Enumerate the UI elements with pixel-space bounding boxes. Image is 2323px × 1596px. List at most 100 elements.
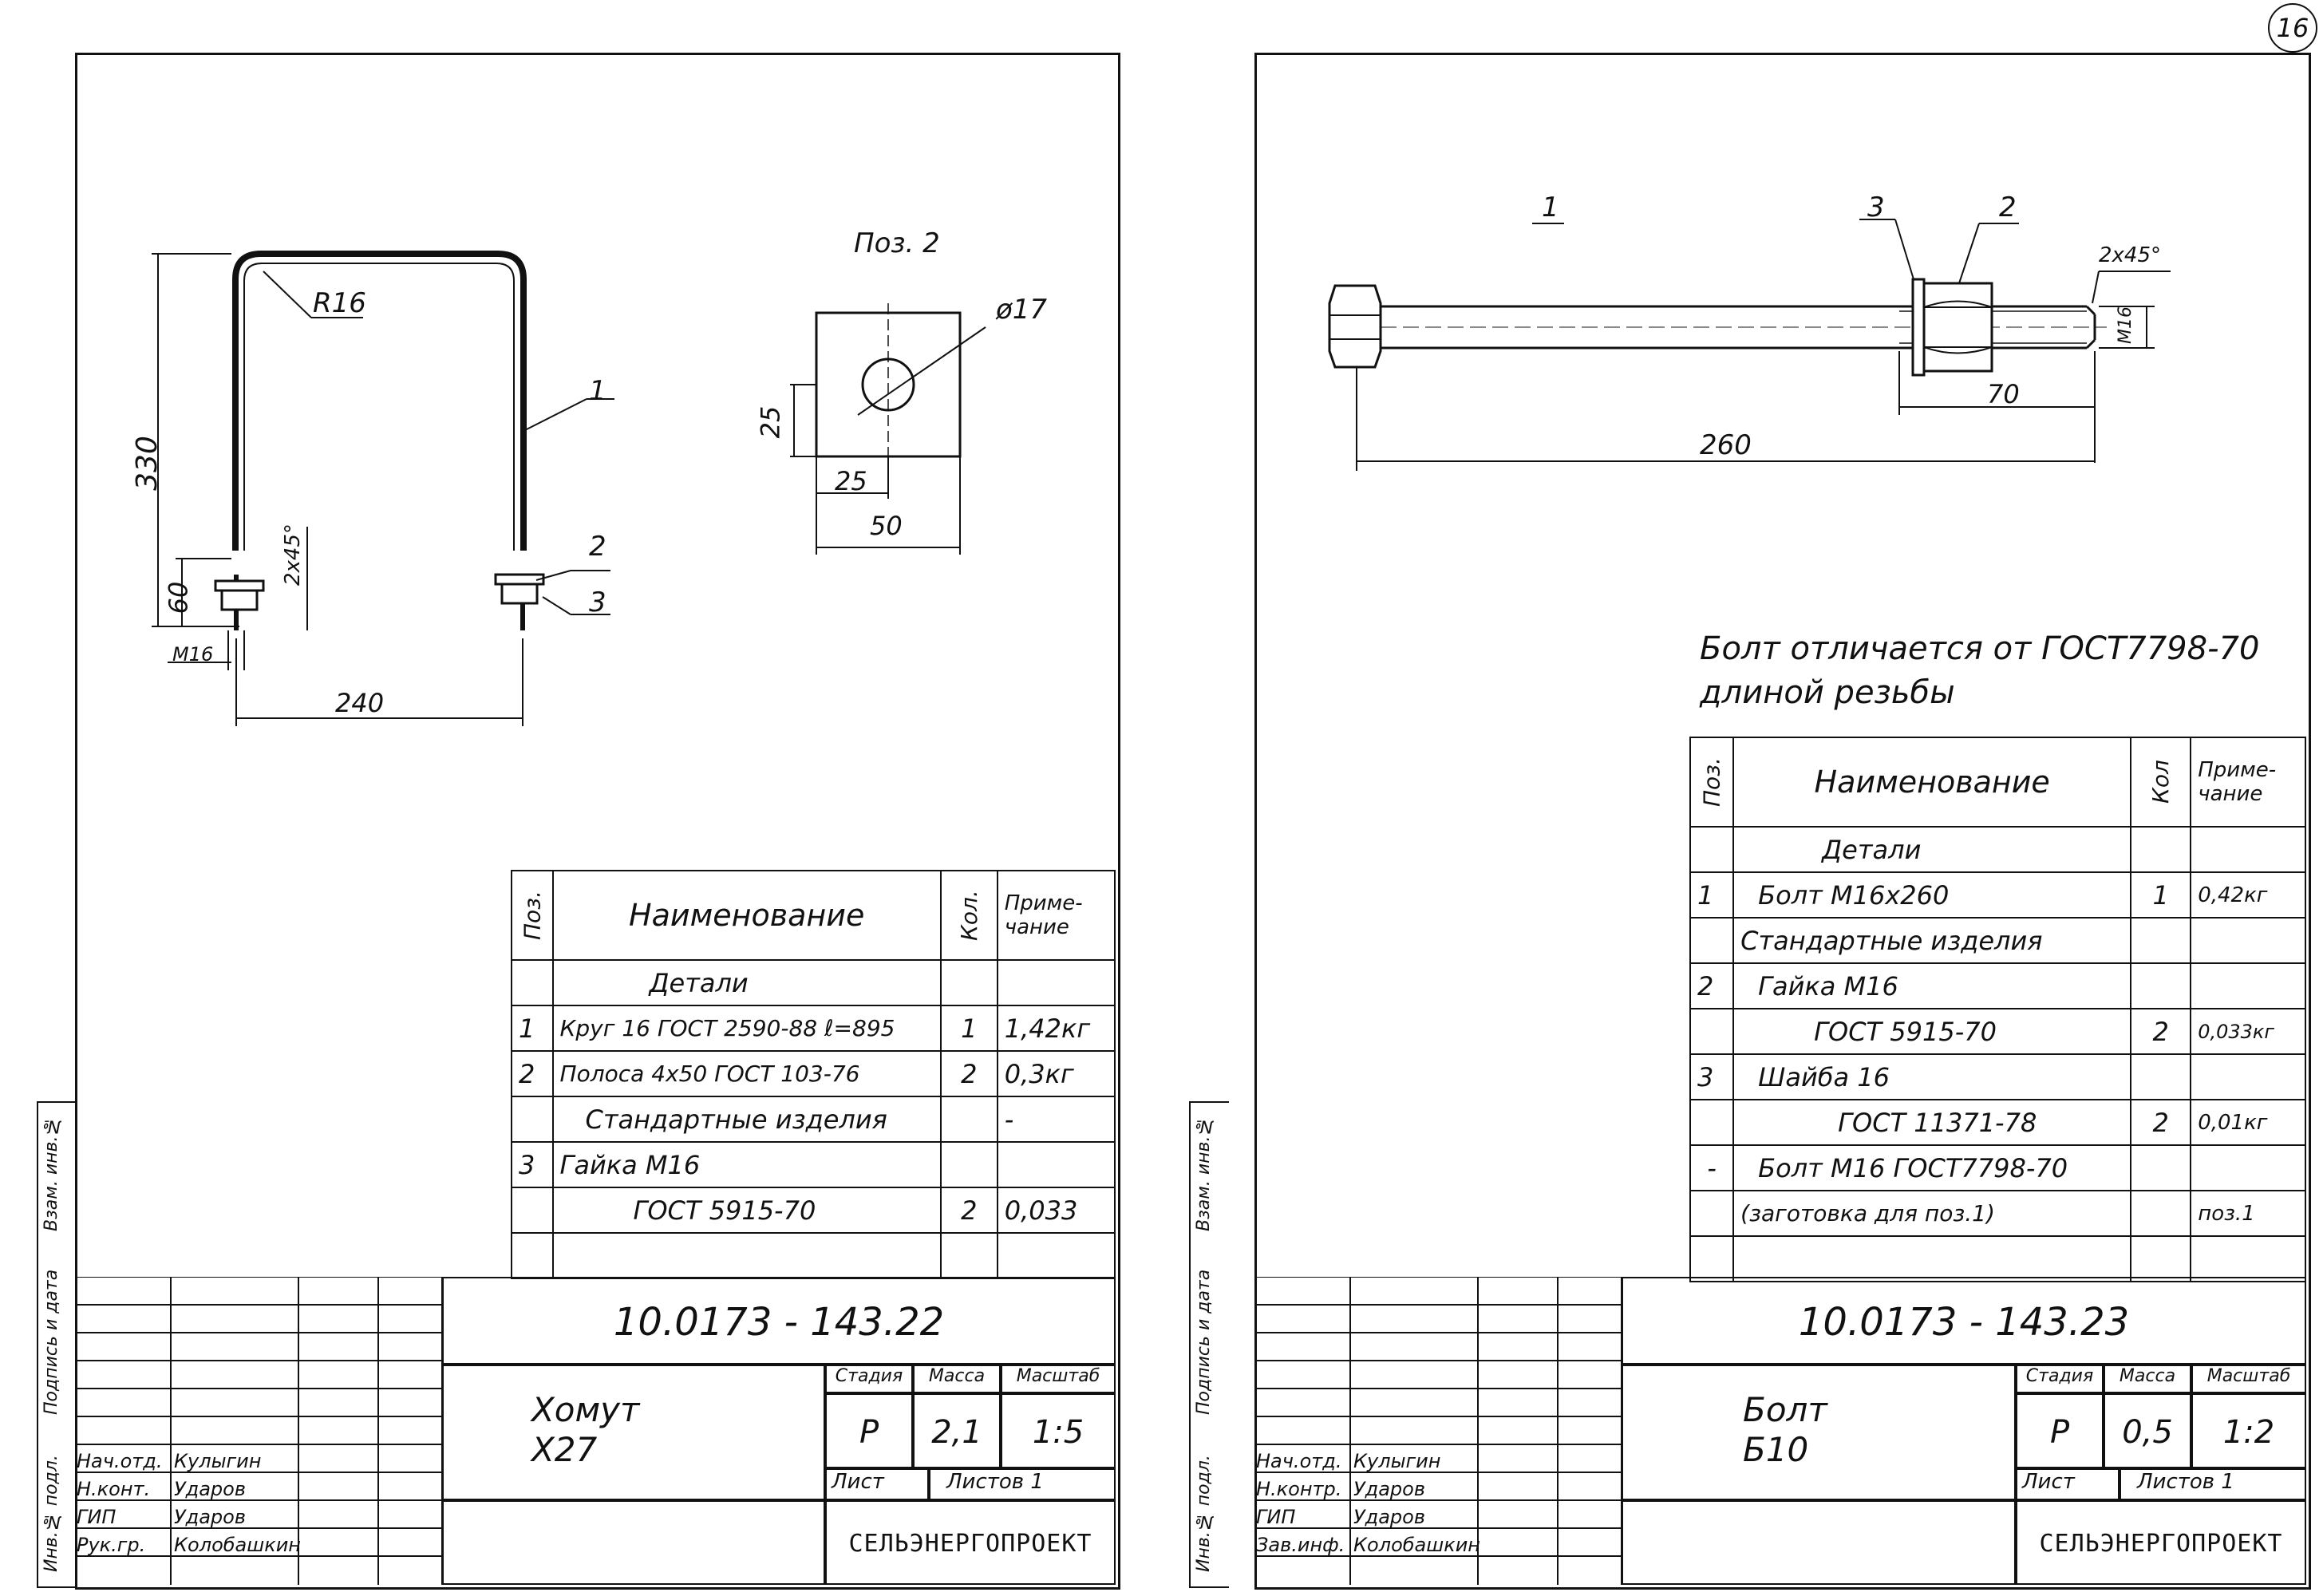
cell-note <box>996 1141 1116 1188</box>
left-poz2-title: Поз. 2 <box>854 227 940 259</box>
left-role-1: Н.конт. <box>77 1478 151 1500</box>
cell-note <box>2190 1235 2306 1282</box>
right-note-line2: длиной резьбы <box>1700 674 1955 711</box>
cell-qty <box>2130 917 2192 964</box>
right-scale: 1:2 <box>2191 1393 2306 1468</box>
spec-h-qty: Кол <box>2131 737 2191 827</box>
left-spec-table: Поз. Наименование Кол. Приме-чание Детал… <box>511 870 1116 1279</box>
right-title-block: Нач.отд. Н.контр. ГИП Зав.инф. Кулыгин У… <box>1254 1277 2306 1585</box>
cell-name: ГОСТ 5915-70 <box>1732 1008 2132 1055</box>
cell-qty: 2 <box>939 1187 998 1234</box>
left-doc-code: 10.0173 - 143.22 <box>442 1277 1116 1365</box>
cell-pos <box>1689 1008 1735 1055</box>
right-role-0: Нач.отд. <box>1256 1450 1342 1472</box>
left-h-scale: Масштаб <box>1001 1365 1116 1393</box>
right-role-2: ГИП <box>1256 1506 1296 1528</box>
cell-qty: 1 <box>2130 871 2192 918</box>
right-spec-table: Поз. Наименование Кол Приме-чание Детали… <box>1689 737 2306 1282</box>
left-name-2: Ударов <box>174 1506 246 1528</box>
left-role-0: Нач.отд. <box>77 1450 163 1472</box>
left-dim-50: 50 <box>870 511 903 541</box>
cell-note: - <box>996 1096 1116 1143</box>
cell-name: ГОСТ 11371-78 <box>1732 1099 2132 1146</box>
left-title-block: Нач.отд. Н.конт. ГИП Рук.гр. Кулыгин Уда… <box>75 1277 1116 1585</box>
left-r16-label: R16 <box>313 287 366 319</box>
right-name-2: Ударов <box>1353 1506 1425 1528</box>
cell-name: Полоса 4х50 ГОСТ 103-76 <box>551 1050 942 1097</box>
cell-note: 1,42кг <box>996 1005 1116 1052</box>
right-name-1: Ударов <box>1353 1478 1425 1500</box>
left-title-1: Хомут <box>531 1390 640 1429</box>
cell-pos: - <box>1689 1144 1735 1191</box>
right-role-1: Н.контр. <box>1256 1478 1342 1500</box>
left-side-strip: Инв.№ подл. Подпись и дата Взам. инв.№ <box>37 1101 77 1588</box>
right-sheets: Листов 1 <box>2120 1468 2306 1500</box>
cell-pos: 1 <box>1689 871 1735 918</box>
left-dim-240: 240 <box>335 688 385 718</box>
cell-qty <box>939 959 998 1006</box>
left-stage: Р <box>825 1393 913 1468</box>
cell-pos: 2 <box>511 1050 554 1097</box>
right-title-cell: Болт Б10 <box>1622 1365 2016 1500</box>
left-title-cell: Хомут Х27 <box>442 1365 825 1500</box>
cell-note <box>996 1232 1116 1279</box>
cell-qty <box>2130 1053 2192 1100</box>
cell-name: Гайка М16 <box>551 1141 942 1188</box>
right-stage: Р <box>2016 1393 2104 1468</box>
cell-pos <box>1689 1099 1735 1146</box>
spec-header-row: Поз. Наименование Кол. Приме-чание <box>512 870 1116 961</box>
right-name-0: Кулыгин <box>1353 1450 1441 1472</box>
cell-name: Шайба 16 <box>1732 1053 2132 1100</box>
cell-pos: 1 <box>511 1005 554 1052</box>
right-sheet: Лист <box>2016 1468 2120 1500</box>
left-tb-grid <box>75 1277 442 1585</box>
left-pos1-label: 1 <box>589 375 606 407</box>
right-dim-70: 70 <box>1987 379 2020 409</box>
cell-qty <box>939 1141 998 1188</box>
left-name-0: Кулыгин <box>174 1450 262 1472</box>
left-mass: 2,1 <box>913 1393 1001 1468</box>
cell-note: 0,01кг <box>2190 1099 2306 1146</box>
table-row: Стандартные изделия- <box>511 1096 1116 1143</box>
left-role-2: ГИП <box>77 1506 117 1528</box>
cell-note: 0,42кг <box>2190 871 2306 918</box>
right-doc-code: 10.0173 - 143.23 <box>1622 1277 2306 1365</box>
right-org: СЕЛЬЭНЕРГОПРОЕКТ <box>2016 1500 2306 1585</box>
left-phi17: ø17 <box>996 294 1048 326</box>
left-sheet: Лист <box>825 1468 929 1500</box>
right-tb-grid <box>1254 1277 1622 1585</box>
right-h-mass: Масса <box>2104 1365 2191 1393</box>
right-title-1: Болт <box>1743 1390 1827 1429</box>
table-row: -Болт М16 ГОСТ7798-70 <box>1689 1144 2306 1191</box>
right-side-strip: Инв.№ подл. Подпись и дата Взам. инв.№ <box>1189 1101 1229 1588</box>
cell-name <box>1732 1235 2132 1282</box>
table-row <box>1689 1235 2306 1282</box>
table-row <box>511 1232 1116 1279</box>
cell-name <box>551 1232 942 1279</box>
left-role-3: Рук.гр. <box>77 1534 146 1556</box>
cell-name: Круг 16 ГОСТ 2590-88 ℓ=895 <box>551 1005 942 1052</box>
left-sheets: Листов 1 <box>929 1468 1116 1500</box>
right-m16: M16 <box>2115 306 2135 344</box>
left-pos3-label: 3 <box>589 587 606 618</box>
left-tb-blank <box>442 1500 825 1585</box>
cell-pos: 2 <box>1689 962 1735 1009</box>
spec-h-note: Приме-чание <box>2190 737 2306 828</box>
cell-qty: 2 <box>2130 1099 2192 1146</box>
left-scale: 1:5 <box>1001 1393 1116 1468</box>
table-row: (заготовка для поз.1)поз.1 <box>1689 1190 2306 1237</box>
right-title-2: Б10 <box>1743 1430 1809 1469</box>
cell-note <box>2190 917 2306 964</box>
spec-header-row: Поз. Наименование Кол Приме-чание <box>1690 737 2306 828</box>
left-h-stage: Стадия <box>825 1365 913 1393</box>
cell-pos <box>1689 1190 1735 1237</box>
cell-note <box>2190 826 2306 873</box>
cell-note: 0,033 <box>996 1187 1116 1234</box>
cell-pos <box>1689 1235 1735 1282</box>
